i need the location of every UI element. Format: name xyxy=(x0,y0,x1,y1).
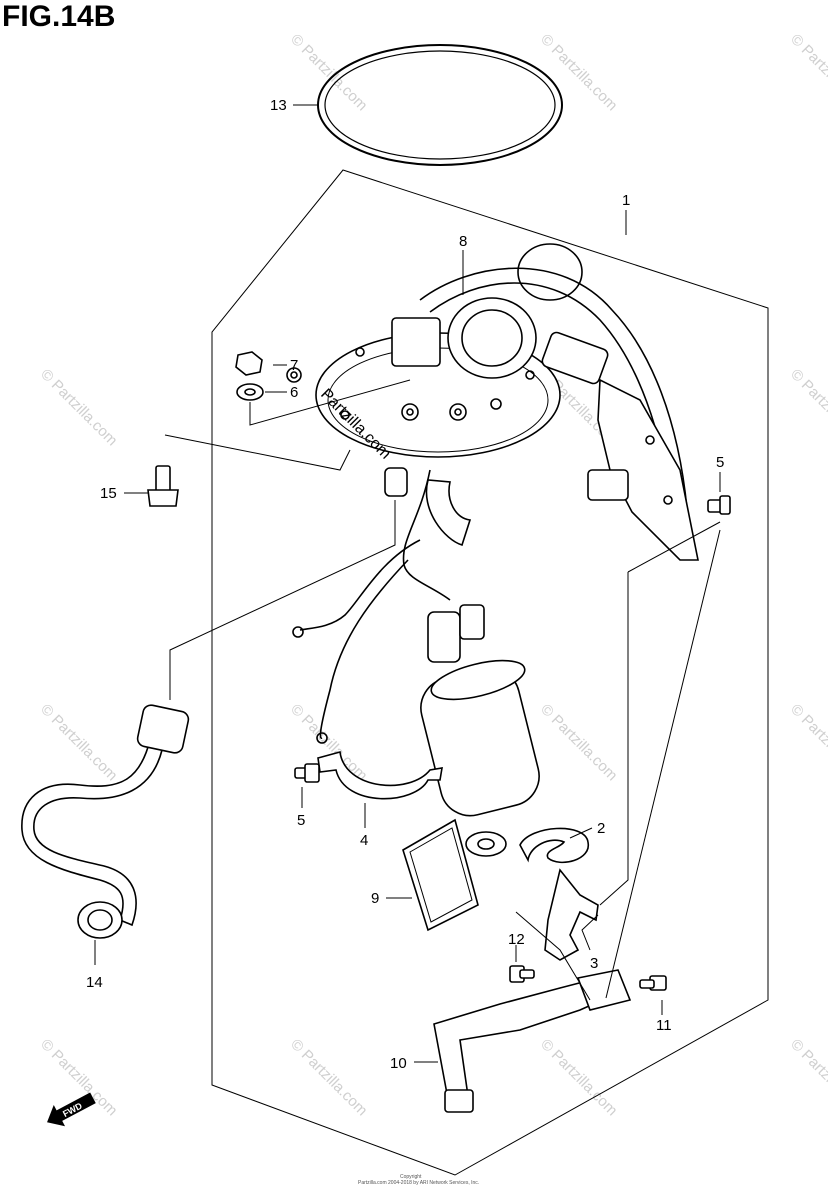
callout-11: 11 xyxy=(656,1017,672,1034)
callout-labels: 13 1 8 7 6 15 5 5 4 2 9 12 3 14 11 10 xyxy=(86,97,724,1072)
small-parts xyxy=(147,351,731,991)
callout-9: 9 xyxy=(371,890,379,907)
callout-2: 2 xyxy=(597,820,605,837)
callout-14: 14 xyxy=(86,974,103,991)
module-bracket-arm xyxy=(587,378,699,561)
fuel-pump xyxy=(420,604,540,817)
watermark: © Partzilla.com xyxy=(787,1036,828,1119)
callout-7: 7 xyxy=(290,357,298,374)
callout-13: 13 xyxy=(270,97,287,114)
watermark: © Partzilla.com xyxy=(787,366,828,449)
callout-5-upper: 5 xyxy=(716,454,724,471)
assembly-outline xyxy=(211,169,769,1176)
copyright-line2: Partzilla.com 2004-2018 by ARI Network S… xyxy=(358,1180,479,1186)
callout-4: 4 xyxy=(360,832,368,849)
leader-lines xyxy=(94,104,721,1063)
callout-12: 12 xyxy=(508,931,525,948)
watermark: © Partzilla.com xyxy=(37,701,120,784)
watermark: © Partzilla.com xyxy=(287,1036,370,1119)
callout-8: 8 xyxy=(459,233,467,250)
flange-nozzle xyxy=(384,467,408,497)
watermark: © Partzilla.com xyxy=(787,701,828,784)
strainer xyxy=(465,831,507,857)
fuel-sender-bracket xyxy=(433,969,632,1113)
watermark: © Partzilla.com xyxy=(37,366,120,449)
watermark: © Partzilla.com xyxy=(537,701,620,784)
fuel-hose xyxy=(21,704,190,939)
pump-clamp xyxy=(317,750,443,800)
retainer xyxy=(519,827,589,864)
callout-15: 15 xyxy=(100,485,117,502)
bracket xyxy=(544,868,599,961)
figure-title: FIG.14B xyxy=(2,0,116,33)
watermark: © Partzilla.com xyxy=(537,1036,620,1119)
fwd-arrow: FWD xyxy=(47,1092,96,1127)
callout-1: 1 xyxy=(622,192,630,209)
callout-6: 6 xyxy=(290,384,298,401)
return-hose xyxy=(425,479,472,546)
pressure-regulator xyxy=(391,243,689,521)
watermark: © Partzilla.com xyxy=(787,31,828,114)
wiring-harness xyxy=(292,469,451,744)
watermark: © Partzilla.com xyxy=(537,31,620,114)
copyright-line1: Copyright xyxy=(400,1174,422,1180)
watermark: © Partzilla.com xyxy=(287,31,370,114)
fuel-filter-screen xyxy=(402,818,479,932)
callout-10: 10 xyxy=(390,1055,407,1072)
callout-3: 3 xyxy=(590,955,598,972)
callout-5-lower: 5 xyxy=(297,812,305,829)
